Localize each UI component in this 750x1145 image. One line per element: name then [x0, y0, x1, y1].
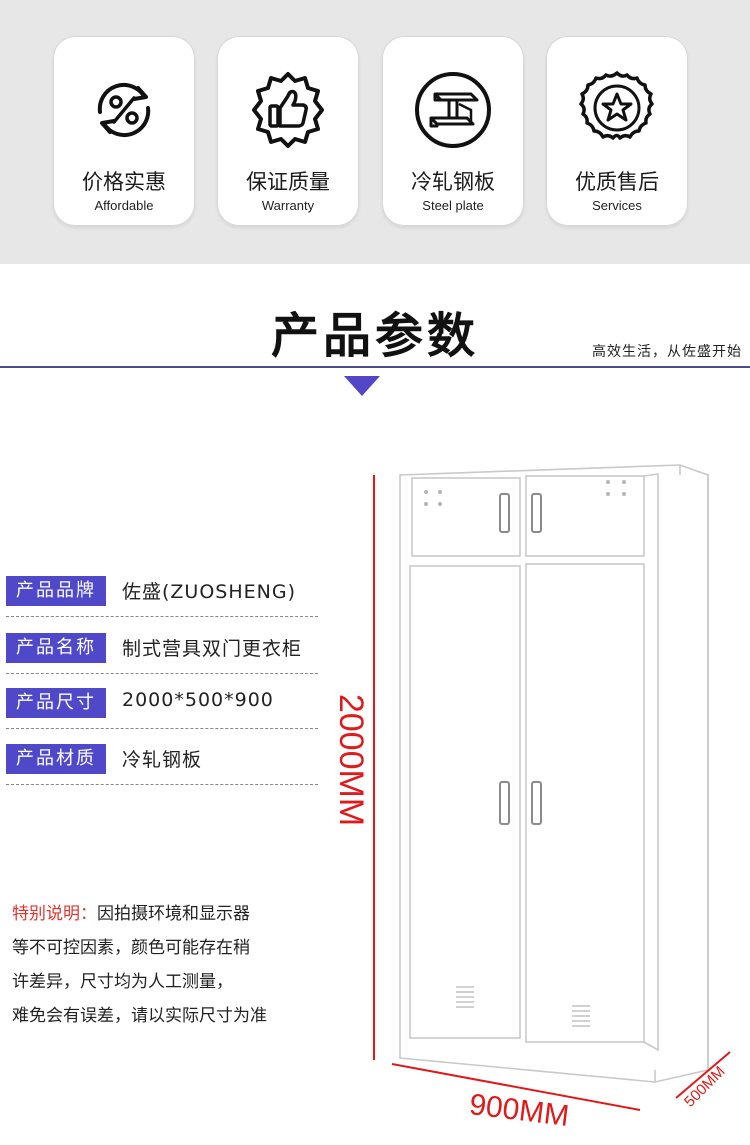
down-triangle-icon [344, 376, 380, 396]
spec-label: 产品尺寸 [6, 688, 106, 718]
cabinet-drawing: 2000MM 900MM 500MM [332, 464, 731, 1133]
spec-row-name: 产品名称 制式营具双门更衣柜 [0, 633, 318, 689]
star-badge-icon [575, 68, 659, 152]
disclaimer-note: 特别说明：因拍摄环境和显示器 等不可控因素，颜色可能存在稍 许差异，尺寸均为人工… [12, 897, 342, 1033]
note-line: 难免会有误差，请以实际尺寸为准 [12, 1006, 267, 1026]
feature-subtitle: Services [592, 198, 642, 213]
feature-card-warranty: 保证质量 Warranty [217, 36, 359, 226]
vent-holes [424, 480, 626, 506]
spec-value: 2000*500*900 [122, 689, 274, 711]
door-louvers [456, 986, 590, 1027]
feature-title: 保证质量 [246, 170, 330, 194]
spec-row-brand: 产品品牌 佐盛(ZUOSHENG) [0, 576, 318, 632]
dashed-divider [6, 784, 318, 785]
dashed-divider [6, 616, 318, 617]
percent-refresh-icon [82, 68, 166, 152]
feature-title: 优质售后 [575, 170, 659, 194]
dimension-lines [373, 475, 731, 1111]
door-handles [499, 493, 542, 825]
spec-row-material: 产品材质 冷轧钢板 [0, 744, 318, 800]
feature-band: 价格实惠 Affordable 保证质量 Warranty 冷轧 [0, 0, 750, 264]
section-divider [0, 366, 750, 368]
note-line: 因拍摄环境和显示器 [97, 904, 250, 924]
feature-subtitle: Warranty [261, 198, 315, 213]
feature-card-services: 优质售后 Services [546, 36, 688, 226]
feature-card-steel-plate: 冷轧钢板 Steel plate [382, 36, 524, 226]
section-slogan: 高效生活，从佐盛开始 [592, 344, 742, 360]
height-dimension-label: 2000MM [332, 694, 370, 826]
section-title: 产品参数 [270, 308, 479, 364]
note-line: 等不可控因素，颜色可能存在稍 [12, 938, 250, 958]
feature-subtitle: Steel plate [422, 198, 484, 213]
spec-label: 产品材质 [6, 744, 106, 774]
spec-value: 冷轧钢板 [122, 749, 203, 771]
feature-title: 价格实惠 [82, 170, 166, 194]
feature-card-affordable: 价格实惠 Affordable [53, 36, 195, 226]
feature-subtitle: Affordable [94, 198, 154, 213]
note-line: 许差异，尺寸均为人工测量， [12, 972, 233, 992]
note-lead: 特别说明： [12, 904, 97, 924]
feature-title: 冷轧钢板 [411, 170, 495, 194]
steel-beam-icon [411, 68, 495, 152]
spec-row-size: 产品尺寸 2000*500*900 [0, 688, 318, 744]
dashed-divider [6, 673, 318, 674]
dashed-divider [6, 728, 318, 729]
cabinet-outline [399, 464, 709, 1083]
spec-value: 佐盛(ZUOSHENG) [122, 581, 296, 603]
spec-label: 产品品牌 [6, 576, 106, 606]
thumbs-up-badge-icon [246, 68, 330, 152]
spec-label: 产品名称 [6, 633, 106, 663]
spec-value: 制式营具双门更衣柜 [122, 638, 303, 660]
